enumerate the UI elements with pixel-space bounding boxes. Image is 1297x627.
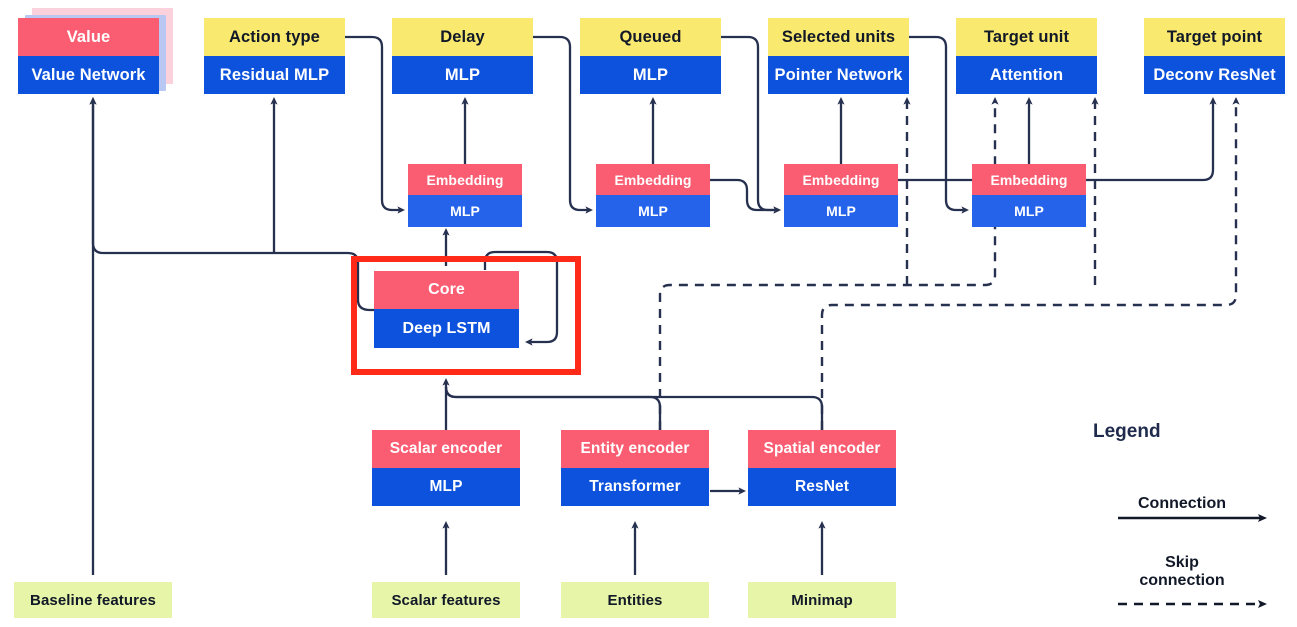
wire-embedding2-chain [710, 178, 782, 214]
wire-entityenc-to-core [444, 386, 662, 430]
entity-encoder-output: Entity encoder [561, 430, 709, 468]
entity-encoder[interactable]: Entity encoder Transformer [561, 430, 709, 506]
embedding-4-output: Embedding [972, 164, 1086, 195]
head-delay[interactable]: Delay MLP [392, 18, 533, 94]
embedding-1[interactable]: Embedding MLP [408, 164, 522, 227]
input-scalar-features-label: Scalar features [391, 591, 501, 609]
spatial-encoder[interactable]: Spatial encoder ResNet [748, 430, 896, 506]
head-target-unit-network: Attention [956, 56, 1097, 94]
skip-entityenc-to-selectedunits [658, 96, 999, 430]
embedding-3-output: Embedding [784, 164, 898, 195]
head-value-network: Value Network [18, 56, 159, 94]
input-scalar-features[interactable]: Scalar features [372, 582, 520, 618]
embedding-4[interactable]: Embedding MLP [972, 164, 1086, 227]
spatial-encoder-output: Spatial encoder [748, 430, 896, 468]
head-value-action: Value [18, 18, 159, 56]
input-entities[interactable]: Entities [561, 582, 709, 618]
embedding-3[interactable]: Embedding MLP [784, 164, 898, 227]
input-baseline-features-label: Baseline features [30, 591, 156, 609]
input-minimap[interactable]: Minimap [748, 582, 896, 618]
skip-spatialenc-to-targetpoint [820, 96, 1240, 430]
core-module[interactable]: Core Deep LSTM [374, 271, 519, 348]
scalar-encoder-network: MLP [372, 468, 520, 506]
head-target-unit-action: Target unit [956, 18, 1097, 56]
head-delay-network: MLP [392, 56, 533, 94]
core-highlight-box [351, 256, 581, 375]
head-target-unit[interactable]: Target unit Attention [956, 18, 1097, 94]
scalar-encoder[interactable]: Scalar encoder MLP [372, 430, 520, 506]
scalar-encoder-output: Scalar encoder [372, 430, 520, 468]
head-selected-units[interactable]: Selected units Pointer Network [768, 18, 909, 94]
head-target-point-network: Deconv ResNet [1144, 56, 1285, 94]
spatial-encoder-network: ResNet [748, 468, 896, 506]
core-network: Deep LSTM [374, 309, 519, 348]
head-target-point[interactable]: Target point Deconv ResNet [1144, 18, 1285, 94]
head-selected-units-action: Selected units [768, 18, 909, 56]
head-delay-action: Delay [392, 18, 533, 56]
legend-skip-connection-label: Skip connection [1139, 554, 1225, 590]
wire-spacer [898, 180, 935, 200]
head-queued[interactable]: Queued MLP [580, 18, 721, 94]
wire-spatialenc-to-core [444, 386, 824, 430]
head-selected-units-network: Pointer Network [768, 56, 909, 94]
head-target-point-action: Target point [1144, 18, 1285, 56]
core-output: Core [374, 271, 519, 309]
input-baseline-features[interactable]: Baseline features [14, 582, 172, 618]
head-queued-network: MLP [580, 56, 721, 94]
head-action-type-network: Residual MLP [204, 56, 345, 94]
embedding-2[interactable]: Embedding MLP [596, 164, 710, 227]
input-entities-label: Entities [607, 591, 663, 609]
head-action-type-action: Action type [204, 18, 345, 56]
head-value[interactable]: Value Value Network [18, 18, 159, 94]
head-queued-action: Queued [580, 18, 721, 56]
embedding-2-output: Embedding [596, 164, 710, 195]
embedding-4-network: MLP [972, 195, 1086, 227]
embedding-3-network: MLP [784, 195, 898, 227]
embedding-1-network: MLP [408, 195, 522, 227]
legend-connection-label: Connection [1138, 495, 1226, 512]
legend-title: Legend [1093, 421, 1161, 442]
embedding-1-output: Embedding [408, 164, 522, 195]
head-action-type[interactable]: Action type Residual MLP [204, 18, 345, 94]
embedding-2-network: MLP [596, 195, 710, 227]
skip-spacer [660, 285, 1167, 430]
input-minimap-label: Minimap [791, 591, 853, 609]
entity-encoder-network: Transformer [561, 468, 709, 506]
